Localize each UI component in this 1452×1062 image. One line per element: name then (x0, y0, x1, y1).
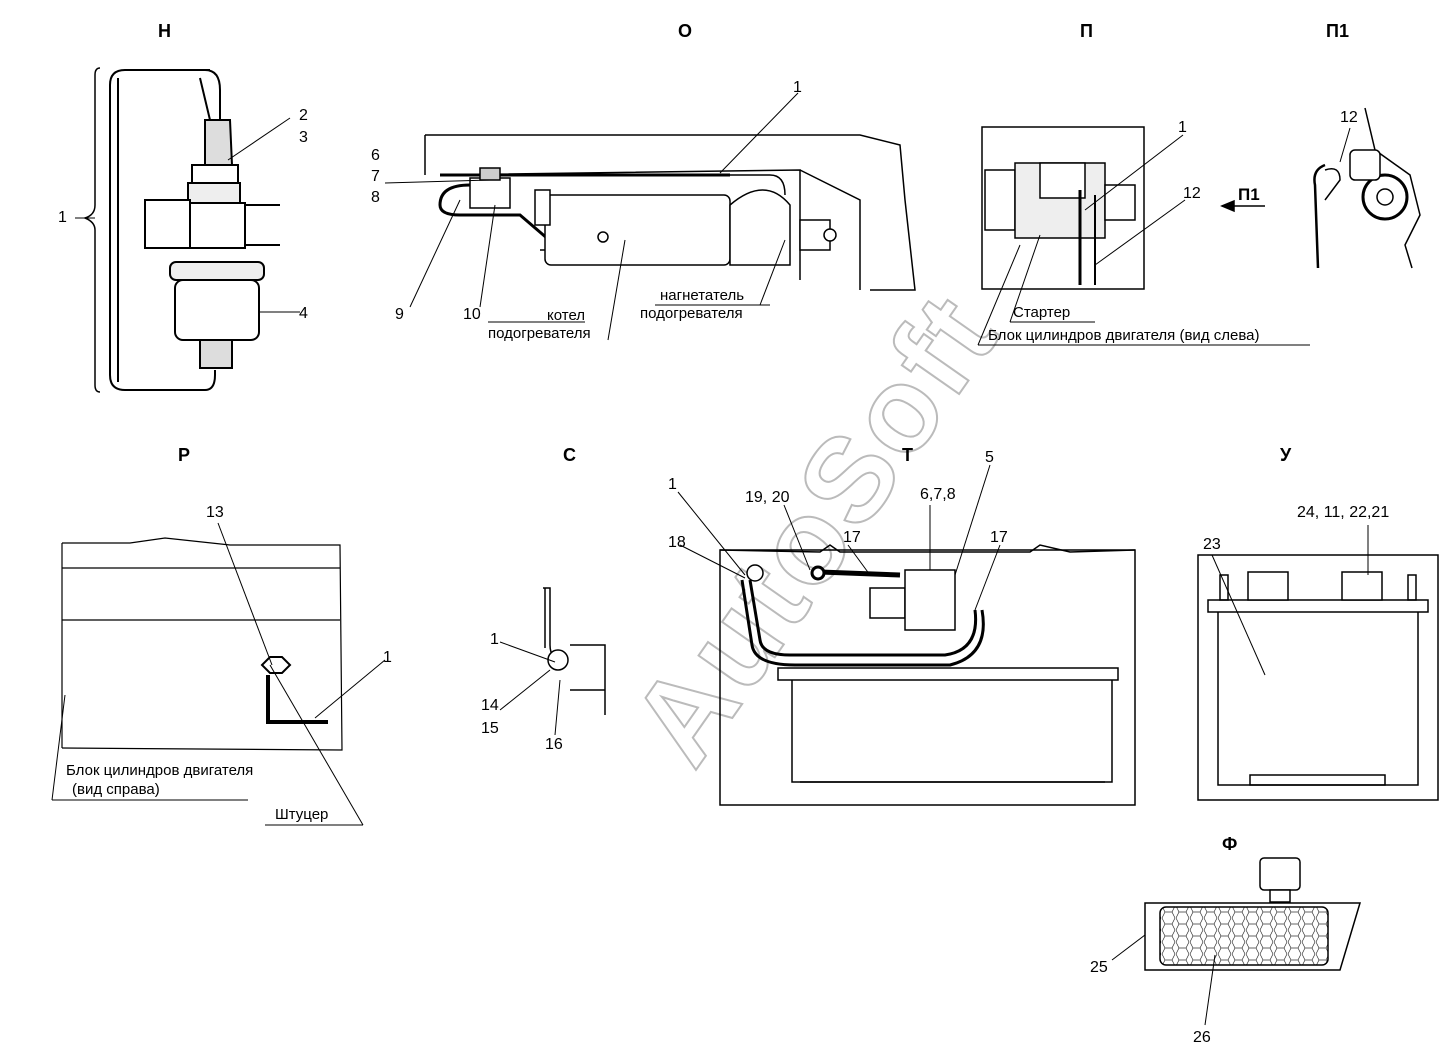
blower-caption-line2: подогревателя (640, 305, 743, 322)
callout-label: 1 (668, 476, 677, 493)
callout-label: 3 (299, 129, 308, 146)
callout-label: 15 (481, 720, 499, 737)
callout-label: 12 (1183, 185, 1201, 202)
callout-label: 16 (545, 736, 563, 753)
view-n-drawing (75, 67, 300, 393)
view-o-drawing (384, 92, 916, 341)
view-p-drawing (977, 126, 1310, 346)
boiler-caption-line2: подогревателя (488, 325, 591, 342)
callout-label: 1 (58, 209, 67, 226)
callout-label: 9 (395, 306, 404, 323)
view-u-drawing (1197, 525, 1439, 801)
callout-label: 1 (490, 631, 499, 648)
callout-label: 17 (843, 529, 861, 546)
view-p1-drawing (1313, 107, 1421, 269)
callout-label: 19, 20 (745, 489, 790, 506)
callout-label: 17 (990, 529, 1008, 546)
callout-label: 6 (371, 147, 380, 164)
view-n-title: Н (158, 21, 171, 41)
callout-label: 2 (299, 107, 308, 124)
block-right-caption-line2: (вид справа) (72, 781, 160, 798)
callout-label: 4 (299, 305, 308, 322)
callout-label: 8 (371, 189, 380, 206)
view-r-title: Р (178, 445, 191, 465)
starter-caption: Стартер (1013, 304, 1071, 321)
view-t-drawing (677, 464, 1136, 806)
view-p1-title: П1 (1326, 21, 1349, 41)
view-p1-arrow-label: П1 (1238, 185, 1260, 204)
view-t-title: Т (902, 445, 913, 465)
blower-caption-line1: нагнетатель (660, 287, 745, 304)
callout-label: 24, 11, 22,21 (1297, 504, 1390, 521)
callout-label: 12 (1340, 109, 1358, 126)
view-s-title: С (563, 445, 576, 465)
fitting-caption: Штуцер (275, 806, 329, 823)
callout-label: 23 (1203, 536, 1221, 553)
view-r-drawing (51, 522, 386, 826)
callout-label: 10 (463, 306, 481, 323)
callout-label: 25 (1090, 959, 1108, 976)
callout-label: 7 (371, 168, 380, 185)
callout-label: 5 (985, 449, 994, 466)
callout-label: 13 (206, 504, 224, 521)
callout-label: 18 (668, 534, 686, 551)
boiler-caption-line1: котел (547, 307, 586, 324)
view-s-drawing (499, 587, 606, 736)
callout-label: 1 (383, 649, 392, 666)
view-o-title: О (678, 21, 693, 41)
callout-label: 26 (1193, 1029, 1211, 1046)
callout-label: 1 (793, 79, 802, 96)
callout-label: 14 (481, 697, 499, 714)
block-right-caption-line1: Блок цилиндров двигателя (66, 762, 254, 779)
view-p-title: П (1080, 21, 1093, 41)
block-left-caption: Блок цилиндров двигателя (вид слева) (988, 327, 1260, 344)
view-f-drawing (1111, 857, 1362, 1026)
callout-label: 6,7,8 (920, 486, 956, 503)
view-f-title: Ф (1222, 834, 1238, 854)
view-u-title: У (1280, 445, 1292, 465)
callout-label: 1 (1178, 119, 1187, 136)
